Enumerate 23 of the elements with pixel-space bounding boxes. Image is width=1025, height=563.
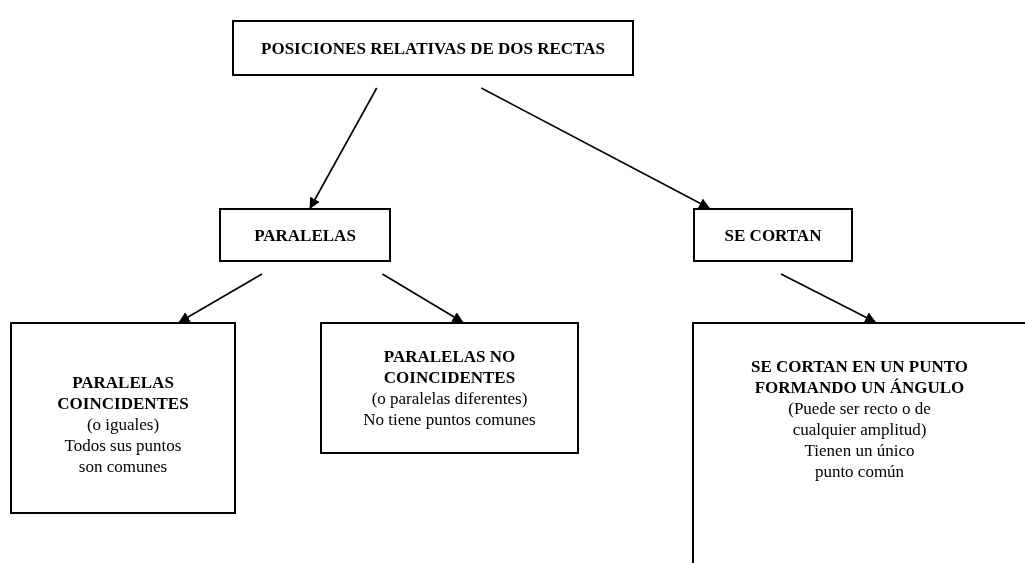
box-heading: PARALELAS NO COINCIDENTES [382,346,517,388]
arrow [178,273,263,323]
box-note: (Puede ser recto o de cualquier amplitud) [787,398,932,440]
category-box [693,208,853,262]
description-box [692,322,1025,563]
box-title: SE CORTAN [724,224,822,246]
box-heading: SE CORTAN EN UN PUNTO FORMANDO UN ÁNGULO [750,356,969,398]
arrow [381,273,464,323]
description-box [10,322,236,514]
arrow [480,87,710,209]
box-title: POSICIONES RELATIVAS DE DOS RECTAS [261,37,605,59]
category-box [219,208,391,262]
description-box [320,322,579,454]
box-description: No tiene puntos comunes [363,409,536,430]
box-description: Todos sus puntos son comunes [63,435,183,477]
title-box [232,20,634,76]
box-note: (o iguales) [86,414,160,435]
box-title: PARALELAS [254,224,356,246]
arrow [780,273,877,323]
box-heading: PARALELAS COINCIDENTES [56,372,190,414]
box-description: Tienen un único punto común [803,440,916,482]
box-note: (o paralelas diferentes) [371,388,528,409]
arrow [309,87,378,209]
